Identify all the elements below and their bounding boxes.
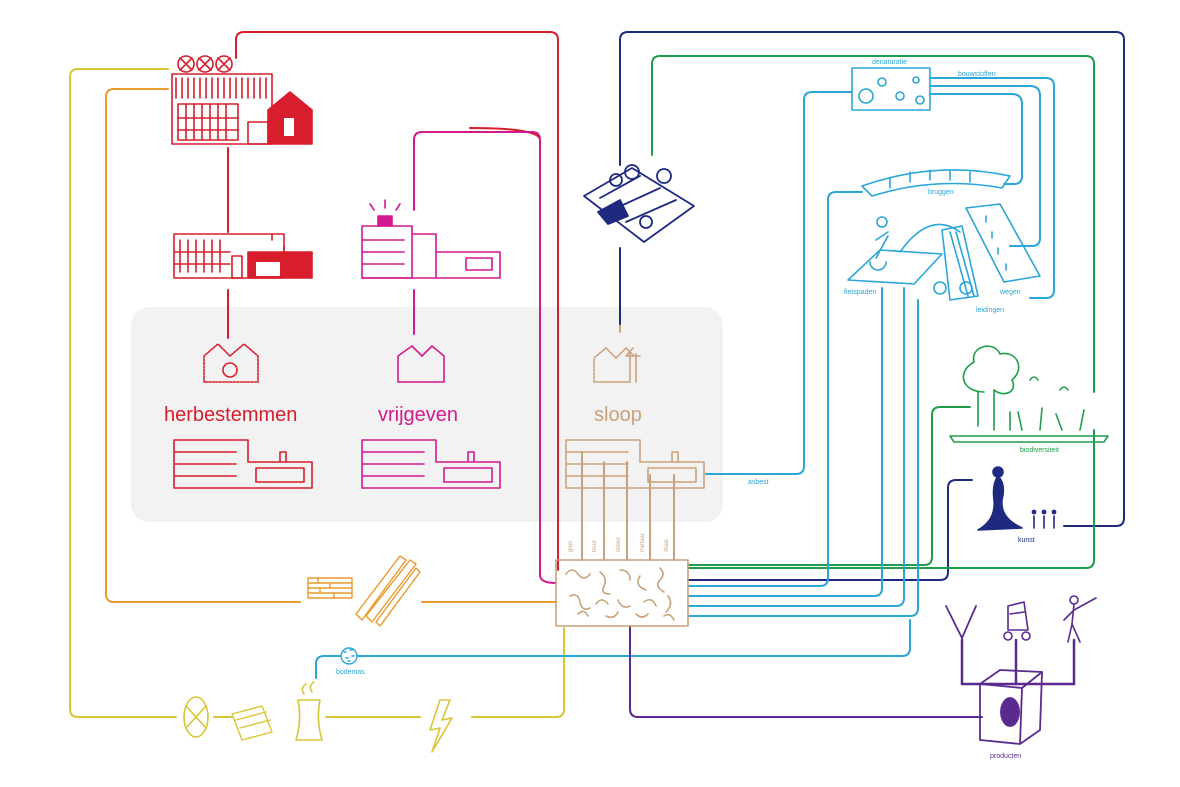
material-label-glas: glas (568, 541, 574, 552)
flow-line-energy (69, 68, 565, 718)
products-box-icon (979, 669, 1043, 745)
label-wegen: wegen (999, 289, 1021, 296)
label-bouwstoffen: bouwstoffen (958, 71, 996, 78)
label-asbest: asbest (748, 479, 769, 486)
roads-icon (847, 203, 1041, 301)
label-kunst: kunst (1018, 537, 1035, 544)
material-label-metaal: metaal (640, 534, 646, 552)
label-sloop: sloop (594, 404, 642, 426)
stroller-icon (1003, 601, 1031, 641)
park-icon (583, 164, 695, 243)
demolition-icon (593, 347, 641, 383)
solar-panel-icon (231, 705, 273, 741)
plan-herbestemmen (173, 439, 313, 489)
release-icon (397, 345, 445, 383)
label-biodiversiteit: biodiversiteit (1020, 447, 1059, 454)
label-bruggen: bruggen (928, 189, 954, 196)
factory-icon (171, 55, 313, 145)
label-bodemas: bodemas (336, 669, 365, 676)
peat-icon (183, 696, 209, 738)
flow-line-bricks (105, 88, 557, 603)
material-labels: glas hout steen metaal staal (568, 534, 670, 552)
flow-lines-cyan (315, 77, 1055, 679)
planks-icon (355, 555, 421, 627)
products-branches (960, 638, 1076, 686)
bricks-icon (307, 577, 353, 599)
materials-box (555, 559, 689, 627)
biodiversity-icon (949, 345, 1109, 443)
label-fietspaden: fietspaden (844, 289, 876, 296)
art-icon (977, 466, 1057, 531)
flow-line-biodiversity-b (687, 406, 971, 566)
label-vrijgeven: vrijgeven (378, 404, 458, 426)
building-red-icon (173, 233, 313, 279)
material-label-hout: hout (592, 540, 598, 552)
label-producten: producten (990, 753, 1021, 760)
label-leidingen: leidingen (976, 307, 1004, 314)
building-magenta-icon (361, 199, 501, 279)
repurpose-icon (203, 343, 259, 383)
plan-vrijgeven (361, 439, 501, 489)
flow-line-art-b (687, 479, 973, 581)
person-icon (1063, 595, 1097, 643)
flow-line-release (413, 131, 557, 584)
antenna-icon (945, 605, 977, 645)
bodemas-icon (340, 647, 358, 665)
label-herbestemmen: herbestemmen (164, 404, 297, 426)
label-denaturatie: denaturatie (872, 59, 907, 66)
material-label-steen: steen (616, 537, 622, 552)
lightning-icon (429, 699, 453, 753)
plan-sloop (565, 439, 705, 489)
flow-line-products (629, 625, 983, 718)
flow-line-biodiversity (651, 55, 1095, 393)
denaturatie-icon (851, 67, 931, 111)
flow-line-art (619, 31, 1125, 527)
power-plant-icon (295, 681, 323, 741)
material-label-staal: staal (664, 539, 670, 552)
flow-line-green-c (687, 429, 1095, 569)
bridge-icon (861, 169, 1011, 197)
flow-line-repurpose (227, 31, 559, 571)
